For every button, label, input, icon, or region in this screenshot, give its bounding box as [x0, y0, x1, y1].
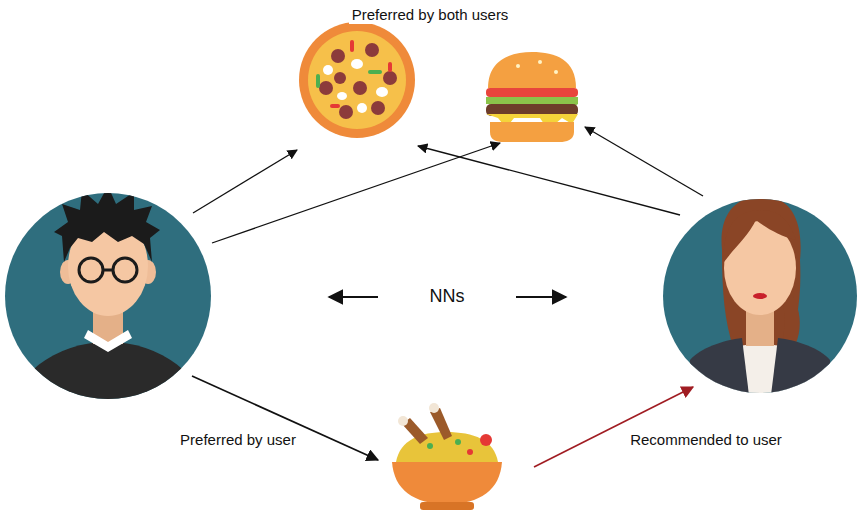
group-heading: Preferred by both users	[349, 6, 512, 24]
recommend-arrow	[534, 387, 693, 467]
burger-icon	[486, 52, 578, 142]
method-label: NNs	[427, 286, 468, 308]
rice-bowl-icon	[392, 403, 502, 510]
edge-caption: Preferred by user	[177, 431, 299, 449]
edge-caption: Recommended to user	[627, 431, 785, 449]
arrow	[192, 127, 703, 460]
user-avatar	[663, 196, 857, 517]
pizza-icon	[299, 22, 415, 138]
user-avatar	[5, 186, 211, 498]
